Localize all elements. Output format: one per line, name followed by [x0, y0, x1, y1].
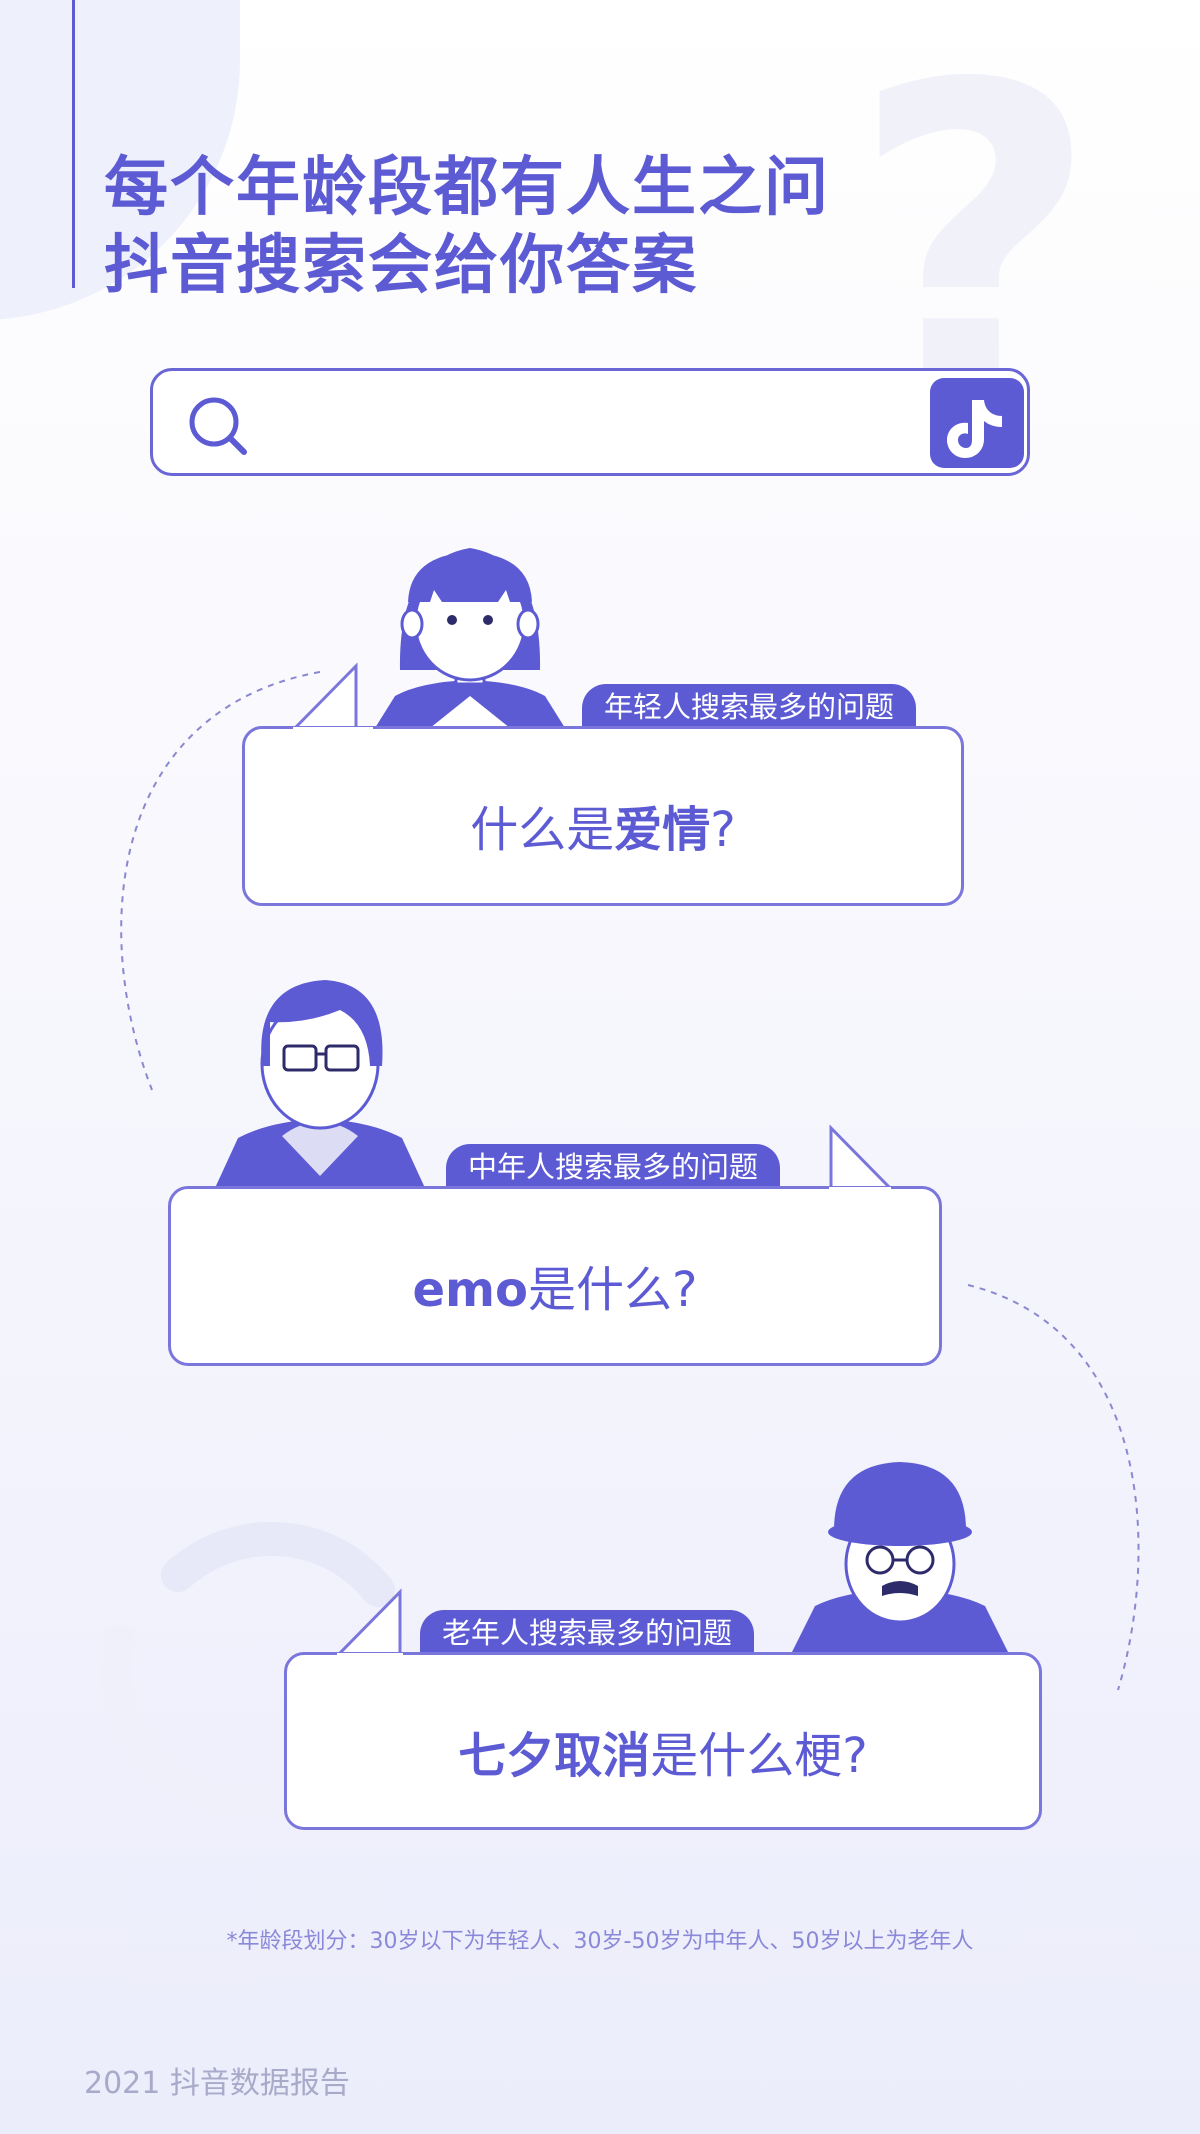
middle-aged-man-avatar — [215, 980, 425, 1188]
connector-dashed-right — [967, 1284, 1140, 1691]
question-text-middle: emo是什么? — [412, 1262, 698, 1318]
bubble-tail-1 — [293, 662, 358, 730]
tiktok-logo-icon[interactable] — [930, 378, 1024, 468]
question-bubble-elderly — [284, 1652, 1042, 1830]
headline-line-2: 抖音搜索会给你答案 — [104, 229, 698, 303]
bubble-tail-2 — [829, 1124, 894, 1192]
report-footer: 2021 抖音数据报告 — [84, 2066, 350, 2101]
search-icon — [189, 397, 247, 455]
young-woman-avatar — [375, 548, 565, 728]
group-label-elderly: 老年人搜索最多的问题 — [420, 1610, 755, 1656]
group-label-middle: 中年人搜索最多的问题 — [446, 1144, 781, 1190]
question-bubble-middle — [168, 1186, 942, 1366]
question-text-young: 什么是爱情? — [470, 802, 736, 858]
age-group-footnote: *年龄段划分：30岁以下为年轻人、30岁-50岁为中年人、50岁以上为老年人 — [226, 1929, 974, 1954]
headline-line-1: 每个年龄段都有人生之问 — [104, 151, 830, 225]
accent-line — [72, 0, 75, 288]
bubble-tail-3 — [337, 1588, 402, 1656]
group-label-young: 年轻人搜索最多的问题 — [582, 684, 917, 730]
question-text-elderly: 七夕取消是什么梗? — [458, 1728, 868, 1784]
connector-dashed-left — [120, 671, 321, 1091]
question-bubble-young — [242, 726, 964, 906]
search-bar[interactable] — [150, 368, 1030, 476]
elderly-man-avatar — [790, 1462, 1010, 1656]
swirl-decoration — [161, 1521, 395, 1607]
